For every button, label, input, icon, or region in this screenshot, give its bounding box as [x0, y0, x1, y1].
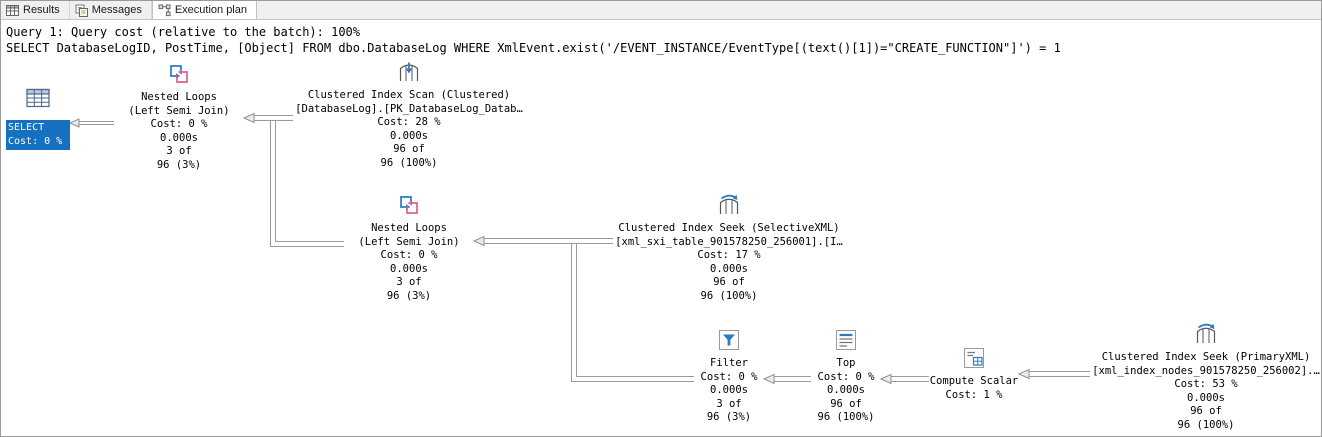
- node-text-line: 96 (100%): [380, 156, 438, 169]
- node-text-line: 96 of: [1190, 405, 1222, 417]
- execution-plan-icon: [158, 4, 171, 17]
- node-text-line: Clustered Index Seek (SelectiveXML): [618, 222, 840, 234]
- tab-label: Messages: [91, 4, 142, 16]
- node-text-line: Cost: 1 %: [945, 388, 1003, 401]
- plan-node-clustered-index-seek-primaryxml[interactable]: Clustered Index Seek (PrimaryXML) [xml_i…: [1090, 322, 1321, 432]
- connector-nestedloops2-to-nestedloops1: [270, 120, 344, 247]
- result-icon: [25, 85, 51, 111]
- tab-results[interactable]: Results: [1, 1, 70, 19]
- node-text-line: 96 of: [393, 143, 425, 155]
- connector-nestedloops1-to-select: [68, 118, 114, 128]
- connector-indexseek-selectivexml-to-nestedloops2: [472, 235, 613, 247]
- connector-top-to-filter: [762, 373, 811, 385]
- query-cost-line: Query 1: Query cost (relative to the bat…: [6, 25, 361, 39]
- node-text-line: 3 of: [716, 397, 742, 410]
- tab-messages[interactable]: Messages: [70, 1, 152, 19]
- plan-node-clustered-index-seek-selectivexml[interactable]: Clustered Index Seek (SelectiveXML) [xml…: [613, 193, 845, 303]
- node-text-line: Clustered Index Seek (PrimaryXML): [1101, 351, 1311, 363]
- node-text-line: 96 (100%): [1177, 418, 1235, 431]
- node-text-line: 96 of: [830, 397, 862, 410]
- connector-indexscan-to-nestedloops1: [242, 112, 293, 124]
- compute-scalar-icon: [962, 346, 986, 370]
- node-text-line: Cost: 17 %: [697, 249, 761, 261]
- results-grid-icon: [6, 4, 19, 17]
- filter-icon: [717, 328, 741, 352]
- node-text-line: 96 (3%): [156, 158, 202, 171]
- node-text-line: Cost: 0 %: [8, 136, 63, 147]
- node-text-line: 0.000s: [827, 384, 865, 396]
- node-text-line: SELECT: [8, 122, 45, 133]
- node-text-line: 0.000s: [160, 131, 198, 144]
- plan-node-filter[interactable]: Filter Cost: 0 % 0.000s 3 of 96 (3%): [694, 328, 764, 425]
- node-text-line: 96 (100%): [700, 289, 758, 302]
- node-text-line: 0.000s: [390, 262, 428, 275]
- tab-label: Execution plan: [174, 4, 247, 16]
- connector-indexseek-primaryxml-to-computescalar: [1017, 368, 1090, 380]
- node-text-line: Cost: 0 %: [380, 249, 438, 261]
- tab-label: Results: [23, 4, 60, 16]
- plan-node-clustered-index-scan[interactable]: Clustered Index Scan (Clustered) [Databa…: [293, 60, 525, 170]
- top-icon: [834, 328, 858, 352]
- node-text-line: 0.000s: [710, 262, 748, 275]
- results-pane-tabbar: Results Messages Execution plan: [1, 1, 1321, 20]
- plan-node-top[interactable]: Top Cost: 0 % 0.000s 96 of 96 (100%): [811, 328, 881, 425]
- node-text-line: Cost: 53 %: [1174, 378, 1238, 390]
- node-text-line: Cost: 0 %: [150, 118, 208, 130]
- clustered-index-scan-icon: [397, 60, 421, 84]
- tab-execution-plan[interactable]: Execution plan: [151, 1, 257, 19]
- node-text-line: Nested Loops: [371, 222, 447, 234]
- plan-node-select[interactable]: SELECT Cost: 0 %: [6, 85, 70, 150]
- node-text-line: 96 (3%): [706, 411, 752, 423]
- node-text-line: Nested Loops: [141, 91, 217, 103]
- node-text-line: 96 of: [713, 276, 745, 288]
- nested-loops-icon: [167, 62, 191, 86]
- node-text-line: Compute Scalar: [929, 375, 1019, 387]
- node-text-line: Cost: 0 %: [817, 370, 875, 383]
- clustered-index-seek-icon: [717, 193, 741, 217]
- node-text-line: (Left Semi Join): [358, 235, 460, 248]
- node-text-line: Cost: 0 %: [700, 370, 758, 383]
- connector-computescalar-to-top: [879, 373, 929, 385]
- node-text-line: 0.000s: [710, 384, 748, 396]
- plan-node-nested-loops-2[interactable]: Nested Loops (Left Semi Join) Cost: 0 % …: [344, 193, 474, 303]
- node-text-line: 0.000s: [1187, 391, 1225, 404]
- node-text-line: [xml_sxi_table_901578250_256001].[I…: [615, 235, 843, 248]
- node-text-line: 3 of: [166, 145, 192, 157]
- messages-icon: [75, 4, 88, 17]
- node-text-line: Top: [836, 357, 856, 369]
- clustered-index-seek-icon: [1194, 322, 1218, 346]
- node-text-line: [DatabaseLog].[PK_DatabaseLog_Datab…: [295, 102, 523, 115]
- query-statement-line: SELECT DatabaseLogID, PostTime, [Object]…: [6, 41, 1061, 55]
- nested-loops-icon: [397, 193, 421, 217]
- plan-node-nested-loops-1[interactable]: Nested Loops (Left Semi Join) Cost: 0 % …: [114, 62, 244, 172]
- node-text-line: 96 (100%): [817, 411, 875, 423]
- node-text-line: Filter: [710, 357, 748, 369]
- node-text-line: [xml_index_nodes_901578250_256002].…: [1092, 364, 1320, 377]
- plan-node-compute-scalar[interactable]: Compute Scalar Cost: 1 %: [929, 346, 1019, 402]
- node-text-line: 3 of: [396, 276, 422, 288]
- selected-node-highlight: SELECT Cost: 0 %: [6, 120, 70, 150]
- node-text-line: (Left Semi Join): [128, 104, 230, 117]
- query-header: Query 1: Query cost (relative to the bat…: [1, 20, 1321, 56]
- node-text-line: Clustered Index Scan (Clustered): [307, 89, 511, 101]
- node-text-line: 96 (3%): [386, 289, 432, 302]
- node-text-line: 0.000s: [390, 129, 428, 142]
- connector-filter-to-nestedloops2: [571, 243, 694, 382]
- node-text-line: Cost: 28 %: [377, 116, 441, 128]
